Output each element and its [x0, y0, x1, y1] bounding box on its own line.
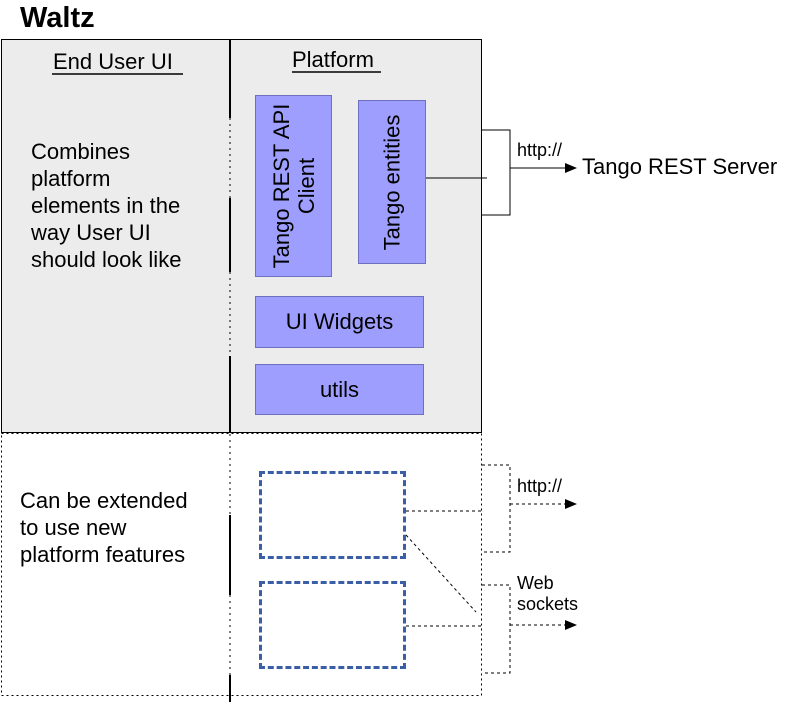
future-component-box: [259, 581, 406, 669]
extension-description: Can be extended to use new platform feat…: [20, 488, 188, 567]
extension-layer-panel: [1, 433, 482, 696]
platform-heading: Platform: [292, 47, 374, 72]
utils-box: utils: [255, 364, 424, 415]
websockets-bracket: [482, 584, 511, 674]
tango-rest-server-label: Tango REST Server: [582, 154, 778, 179]
websockets-label: Web sockets: [517, 573, 579, 614]
end-user-ui-description: Combines platform elements in the way Us…: [31, 139, 182, 272]
rest-bracket: [482, 129, 511, 216]
future-http-bracket: [482, 464, 511, 553]
ui-widgets-box: UI Widgets: [255, 296, 424, 348]
tango-rest-api-client-box: Tango REST API Client: [255, 95, 332, 277]
future-component-box: [259, 471, 406, 559]
end-user-ui-heading: End User UI: [53, 49, 173, 74]
diagram-title: Waltz: [20, 2, 95, 34]
tango-entities-box: Tango entities: [358, 100, 426, 264]
future-http-label: http://: [517, 476, 563, 496]
http-label: http://: [517, 140, 563, 160]
